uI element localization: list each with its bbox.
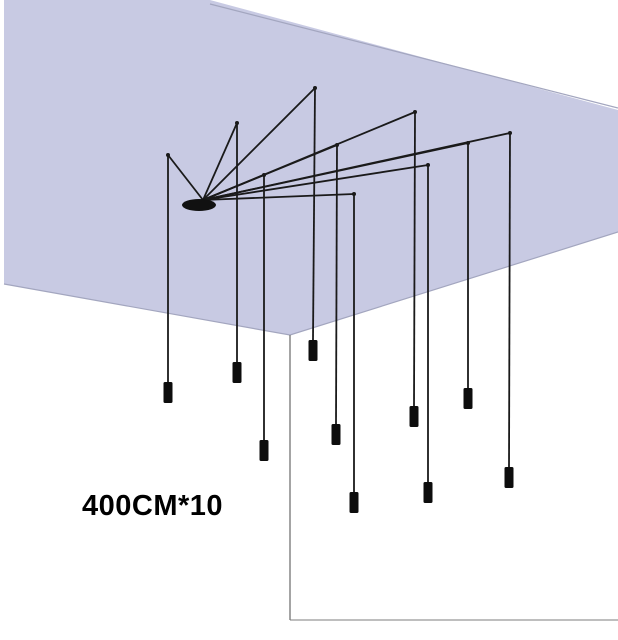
lamp-group bbox=[163, 340, 514, 513]
pendant-lamp-icon bbox=[349, 492, 359, 513]
pendant-lamp-icon bbox=[463, 388, 473, 409]
pendant-lamp-icon bbox=[331, 424, 341, 445]
pendant-lamp-icon bbox=[163, 382, 173, 403]
ceiling-cord-run bbox=[167, 154, 204, 201]
ceiling-anchor-point bbox=[413, 110, 417, 114]
pendant-lamp-icon bbox=[259, 440, 269, 461]
ceiling-cord-run bbox=[202, 122, 238, 201]
ceiling-plane bbox=[4, 0, 618, 335]
pendant-lamp-icon bbox=[423, 482, 433, 503]
ceiling-canopy-icon bbox=[182, 199, 216, 211]
cord-group bbox=[166, 86, 512, 492]
ceiling-anchor-point bbox=[426, 163, 430, 167]
ceiling-anchor-point bbox=[508, 131, 512, 135]
pendant-lamp-icon bbox=[409, 406, 419, 427]
pendant-lamp-icon bbox=[232, 362, 242, 383]
ceiling-anchor-point bbox=[352, 192, 356, 196]
ceiling-anchor-point bbox=[166, 153, 170, 157]
ceiling-back-edge bbox=[209, 3, 618, 109]
pendant-lamp-icon bbox=[504, 467, 514, 488]
pendant-cord bbox=[335, 144, 338, 425]
pendant-cord bbox=[312, 87, 316, 341]
ceiling-cord-run bbox=[202, 87, 316, 201]
ceiling-cord-run bbox=[202, 111, 416, 201]
ceiling-cord-run bbox=[202, 164, 429, 201]
dimension-label: 400CM*10 bbox=[82, 490, 224, 522]
pendant-lamp-icon bbox=[308, 340, 318, 361]
ceiling-cord-run bbox=[202, 132, 511, 201]
ceiling-cord-run bbox=[202, 193, 355, 201]
pendant-cord bbox=[413, 111, 416, 407]
pendant-cord bbox=[508, 132, 511, 468]
ceiling-anchor-point bbox=[235, 121, 239, 125]
ceiling-anchor-point bbox=[313, 86, 317, 90]
